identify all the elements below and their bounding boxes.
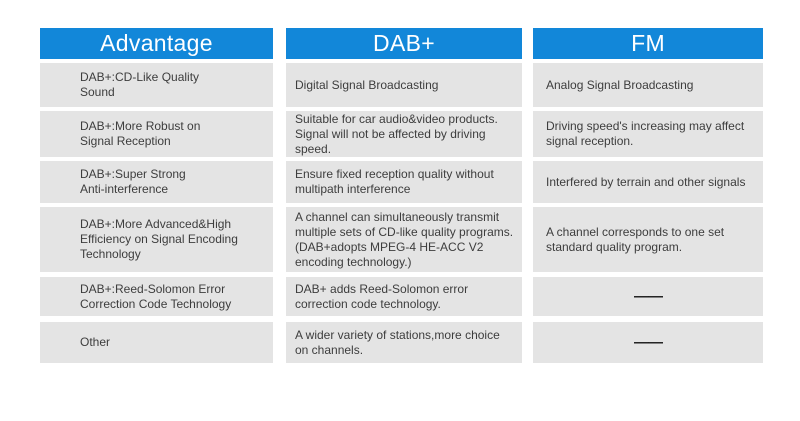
- column-fm: FM Analog Signal Broadcasting Driving sp…: [533, 0, 763, 421]
- cell-dab-6: A wider variety of stations,more choice …: [286, 322, 522, 363]
- cell-advantage-2: DAB+:More Robust on Signal Reception: [40, 111, 273, 157]
- cell-fm-2: Driving speed's increasing may affect si…: [533, 111, 763, 157]
- cell-advantage-5: DAB+:Reed-Solomon Error Correction Code …: [40, 277, 273, 316]
- cell-dab-3: Ensure fixed reception quality without m…: [286, 161, 522, 203]
- cell-dab-1: Digital Signal Broadcasting: [286, 63, 522, 107]
- header-advantage: Advantage: [40, 28, 273, 59]
- cell-fm-6-dash: ——: [533, 322, 763, 363]
- cell-advantage-4: DAB+:More Advanced&High Efficiency on Si…: [40, 207, 273, 272]
- cell-dab-2: Suitable for car audio&video products. S…: [286, 111, 522, 157]
- header-fm: FM: [533, 28, 763, 59]
- cell-fm-4: A channel corresponds to one set standar…: [533, 207, 763, 272]
- cell-fm-3: Interfered by terrain and other signals: [533, 161, 763, 203]
- column-dab: DAB+ Digital Signal Broadcasting Suitabl…: [286, 0, 522, 421]
- cell-dab-4: A channel can simultaneously transmit mu…: [286, 207, 522, 272]
- cell-fm-5-dash: ——: [533, 277, 763, 316]
- cell-advantage-6: Other: [40, 322, 273, 363]
- cell-dab-5: DAB+ adds Reed-Solomon error correction …: [286, 277, 522, 316]
- cell-advantage-3: DAB+:Super Strong Anti-interference: [40, 161, 273, 203]
- cell-advantage-1: DAB+:CD-Like Quality Sound: [40, 63, 273, 107]
- header-dab: DAB+: [286, 28, 522, 59]
- cell-fm-1: Analog Signal Broadcasting: [533, 63, 763, 107]
- column-advantage: Advantage DAB+:CD-Like Quality Sound DAB…: [40, 0, 273, 421]
